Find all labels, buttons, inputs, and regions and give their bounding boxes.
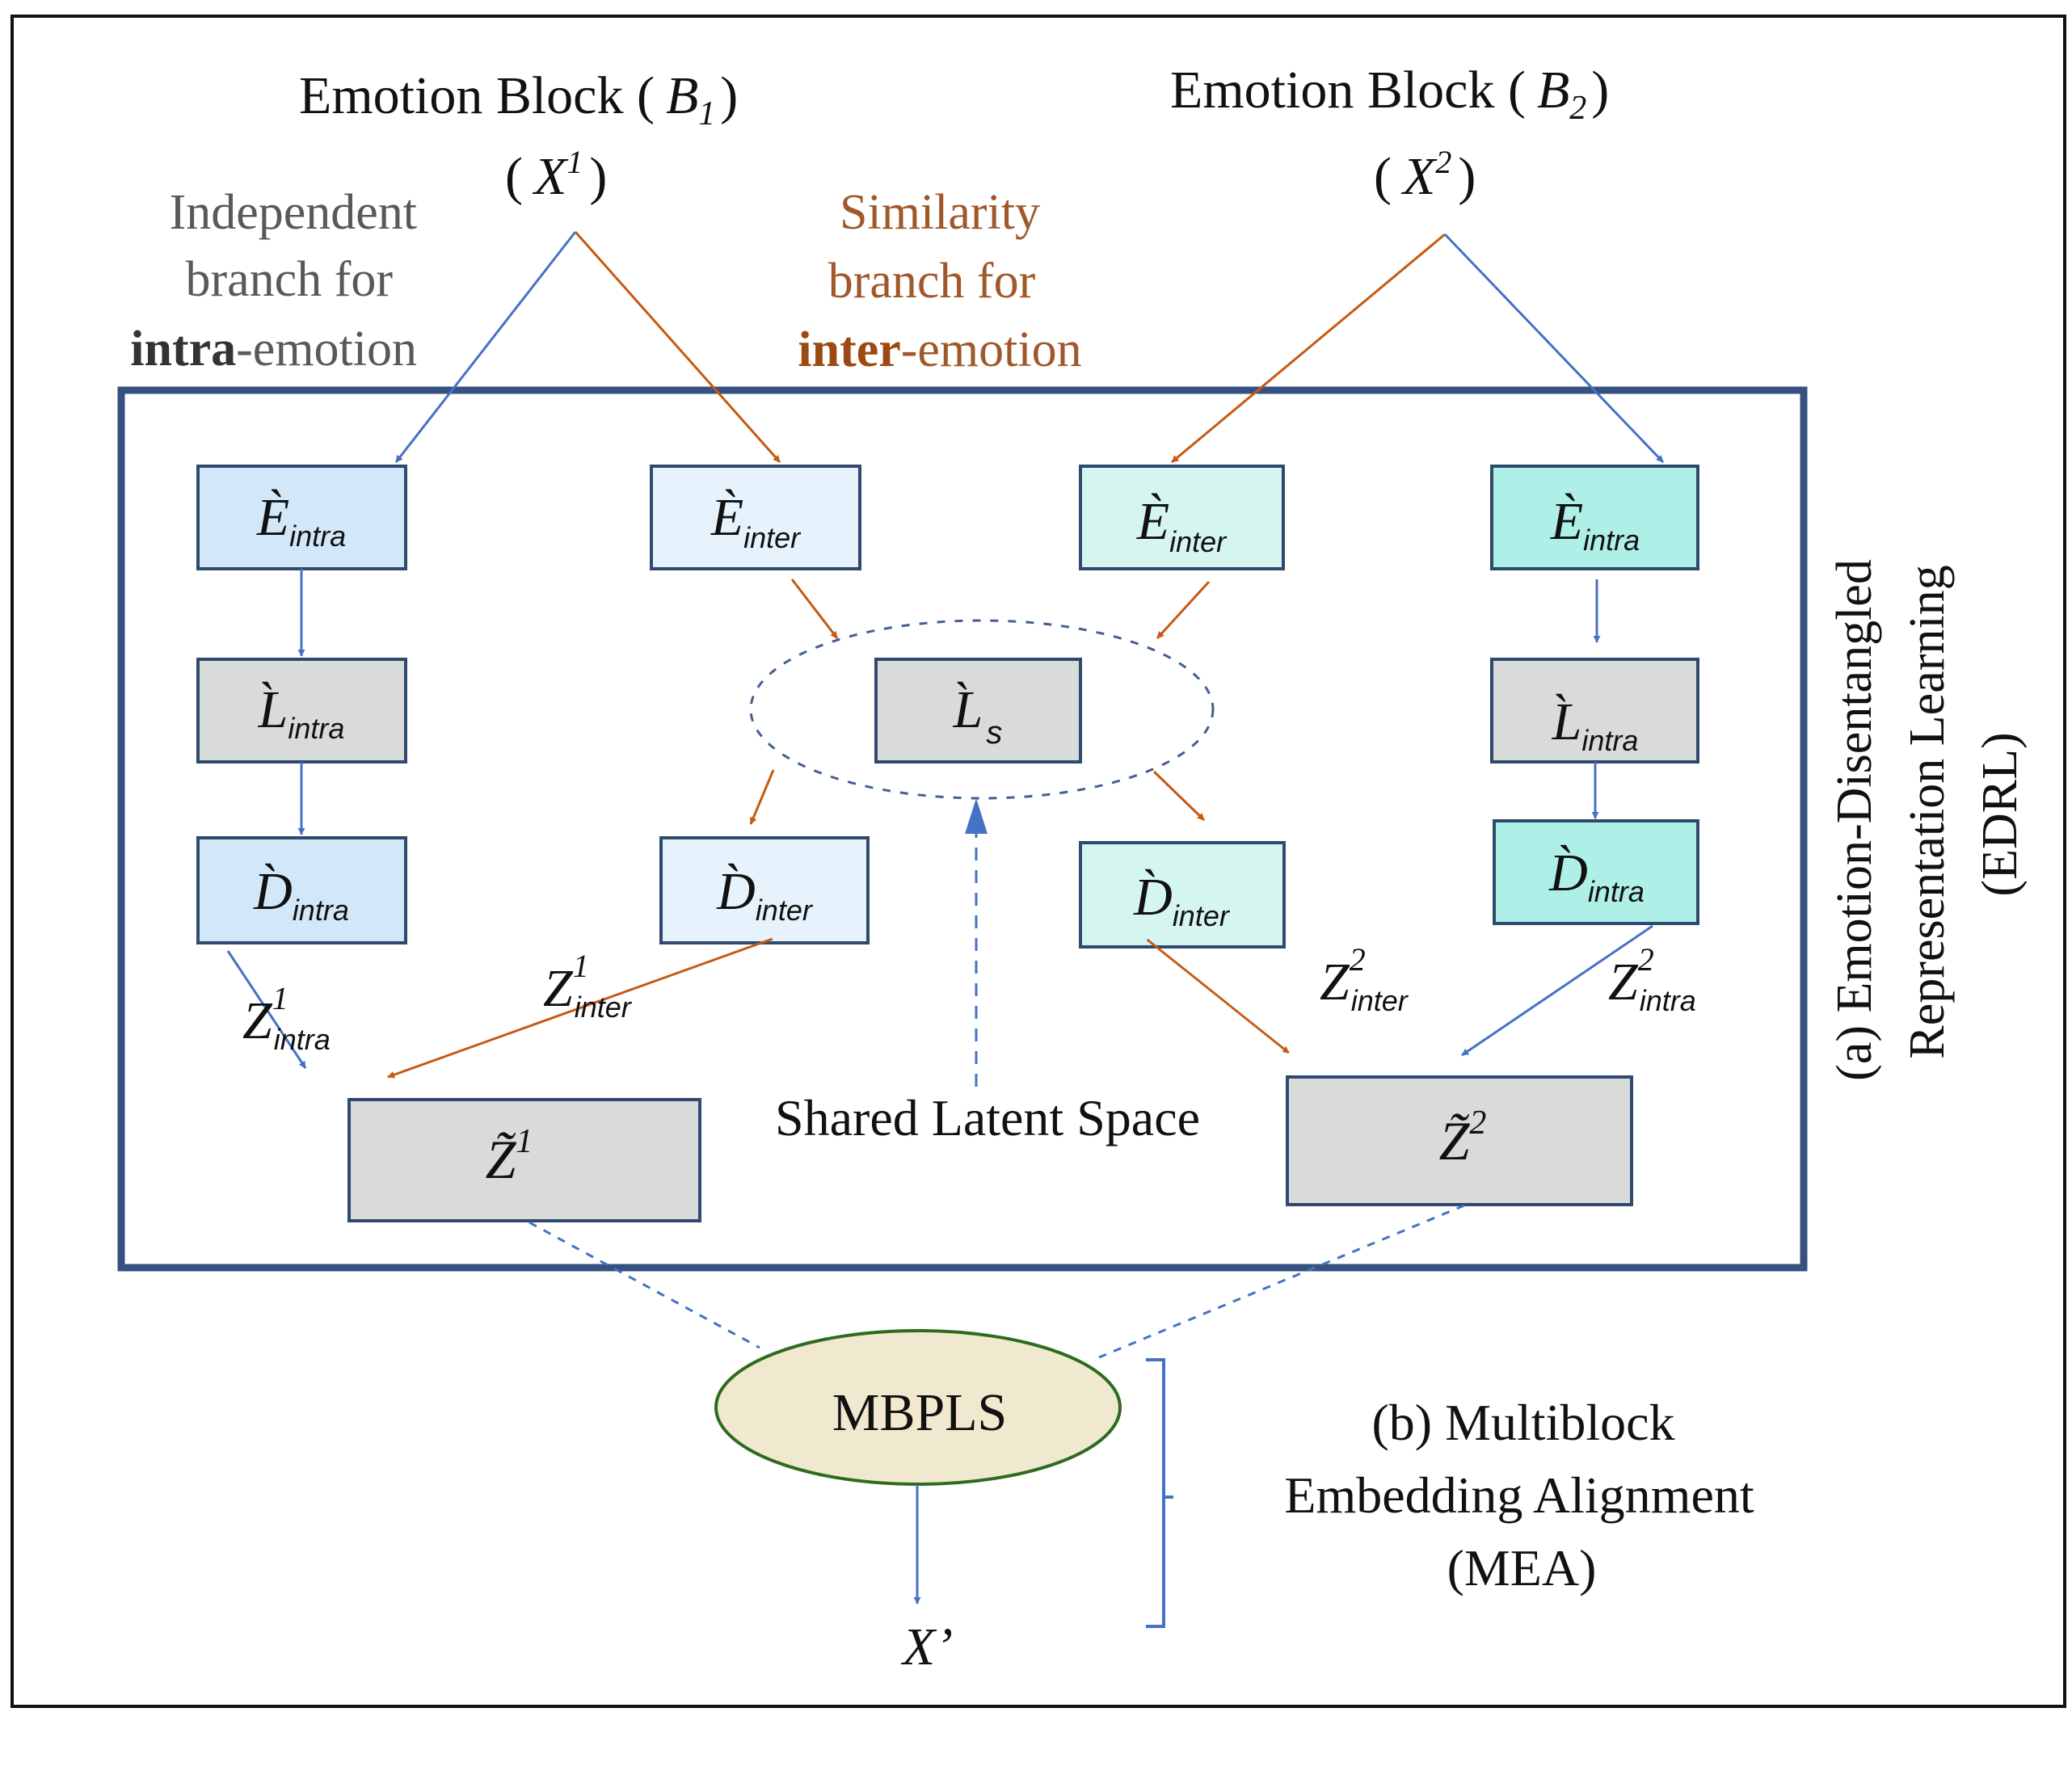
shared-latent-space-label: Shared Latent Space	[775, 1089, 1200, 1146]
mea-label-line-3: (MEA)	[1447, 1539, 1597, 1596]
emotion-block-1-title: Emotion Block (B1)	[299, 66, 738, 133]
node-l-intra-1: L̀intra	[196, 658, 407, 764]
shared-latent-ellipse	[749, 619, 1215, 800]
mea-label-line-2: Embedding Alignment	[1284, 1466, 1754, 1524]
similarity-branch-label: Similarity branch for inter-emotion	[798, 185, 1081, 377]
svg-text:D̀intra: D̀intra	[1548, 843, 1645, 908]
mea-label: (b) Multiblock Embedding Alignment (MEA)	[1284, 1394, 1754, 1596]
output-x-prime: X’	[900, 1617, 953, 1676]
edrl-label-line-2: Representation Learning	[1900, 565, 1955, 1058]
independent-line-3: intra-emotion	[130, 322, 417, 376]
svg-text:Z̃1: Z̃1	[486, 1123, 533, 1190]
independent-line-2: branch for	[186, 252, 394, 307]
mbpls-node: MBPLS	[714, 1329, 1122, 1486]
emotion-block-2-title: Emotion Block (B2)	[1170, 61, 1609, 127]
svg-text:L̀intra: L̀intra	[258, 680, 345, 745]
edrl-label-line-3: (EDRL)	[1973, 732, 2028, 896]
arrow-e-inter-2-to-ellipse	[1156, 580, 1211, 640]
svg-text:D̀intra: D̀intra	[253, 862, 349, 927]
svg-text:Èinter: Èinter	[710, 488, 802, 554]
svg-text:L̀s: L̀s	[953, 680, 1003, 751]
independent-branch-label: Independent branch for intra-emotion	[130, 185, 417, 376]
node-l-s: L̀s	[874, 658, 1082, 764]
svg-text:Z̃2: Z̃2	[1439, 1104, 1487, 1172]
arrow-e-inter-1-to-ellipse	[790, 578, 839, 639]
svg-text:D̀inter: D̀inter	[716, 862, 814, 927]
edrl-frame	[117, 386, 1808, 1272]
arrow-x2-to-e-inter-2	[1171, 233, 1446, 464]
node-d-intra-1: D̀intra	[196, 836, 407, 944]
svg-text:Èintra: Èintra	[1550, 492, 1640, 557]
input-x2-label: (X2)	[1374, 144, 1476, 206]
node-e-inter-1: Èinter	[650, 465, 861, 570]
node-d-intra-2: D̀intra	[1493, 819, 1699, 925]
similarity-line-3: inter-emotion	[798, 322, 1081, 377]
mea-bracket	[1146, 1358, 1173, 1628]
arrow-x2-to-e-intra-2	[1443, 233, 1665, 464]
svg-text:MBPLS: MBPLS	[832, 1383, 1007, 1442]
arrow-ellipse-to-d-inter-1	[749, 769, 775, 825]
arrow-d-inter-1-to-z1	[387, 937, 773, 1079]
similarity-line-2: branch for	[828, 254, 1036, 309]
node-z-tilde-1: Z̃1	[347, 1098, 701, 1222]
dashed-arrow-head	[965, 798, 988, 834]
mea-label-line-1: (b) Multiblock	[1371, 1394, 1674, 1451]
node-z-tilde-2: Z̃2	[1286, 1075, 1633, 1206]
svg-text:D̀inter: D̀inter	[1133, 868, 1231, 932]
arrow-ellipse-to-d-inter-2	[1152, 770, 1206, 822]
node-e-inter-2: Èinter	[1079, 465, 1285, 570]
input-x1-label: (X1)	[505, 144, 607, 206]
arrow-d-intra-2-to-z2	[1461, 924, 1653, 1057]
dashed-z1-to-mbpls	[529, 1221, 760, 1349]
arrow-x1-to-e-inter-1	[574, 231, 781, 463]
arrow-d-intra-1-to-z1	[226, 950, 307, 1069]
node-d-inter-2: D̀inter	[1079, 841, 1286, 949]
arrow-x1-to-e-intra-1	[394, 231, 577, 463]
dashed-z2-to-mbpls	[1098, 1204, 1465, 1359]
node-d-inter-1: D̀inter	[659, 836, 870, 944]
node-l-intra-2: L̀intra	[1490, 658, 1699, 764]
edrl-label-line-1: (a) Emotion-Disentangled	[1827, 559, 1882, 1081]
node-e-intra-1: Èintra	[196, 465, 407, 570]
node-e-intra-2: Èintra	[1490, 465, 1699, 570]
edrl-label: (a) Emotion-Disentangled Representation …	[1827, 559, 2028, 1081]
svg-text:Èinter: Èinter	[1136, 492, 1228, 558]
similarity-line-1: Similarity	[840, 185, 1040, 240]
arrow-d-inter-2-to-z2	[1146, 938, 1290, 1054]
svg-text:Èintra: Èintra	[256, 488, 346, 553]
svg-text:L̀intra: L̀intra	[1552, 692, 1639, 757]
independent-line-1: Independent	[170, 185, 417, 240]
